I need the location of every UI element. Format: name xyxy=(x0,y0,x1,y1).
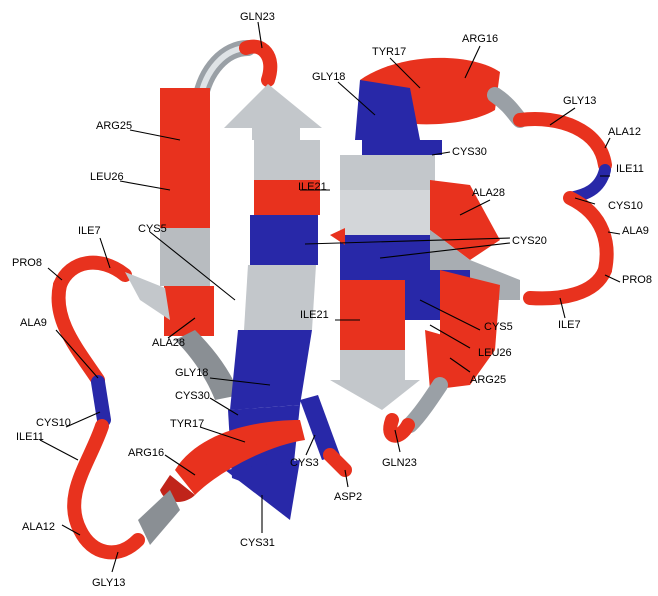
label-cys5-right: CYS5 xyxy=(484,321,513,333)
label-ala9-left: ALA9 xyxy=(20,317,47,329)
left-loop-top xyxy=(53,255,132,292)
left-loop-side xyxy=(51,278,105,387)
label-asp2: ASP2 xyxy=(334,491,362,503)
label-arg16-left: ARG16 xyxy=(128,447,164,459)
right-strand-blue1 xyxy=(362,140,442,155)
left-top-loop xyxy=(239,39,278,87)
label-ala28-left: ALA28 xyxy=(152,337,185,349)
lower-red-ribbon xyxy=(175,420,305,495)
label-pro8-left: PRO8 xyxy=(12,257,42,269)
inner-strand-red xyxy=(254,180,320,215)
label-leu26-left: LEU26 xyxy=(90,171,124,183)
asp2-tail xyxy=(323,448,352,477)
right-ribbon-leu26 xyxy=(440,270,500,350)
label-ile21-left: ILE21 xyxy=(298,181,327,193)
label-arg25-right: ARG25 xyxy=(470,374,506,386)
label-ile7-right: ILE7 xyxy=(558,319,581,331)
inner-strand-blue2 xyxy=(230,330,312,410)
left-ribbon-twist xyxy=(175,330,240,400)
left-ribbon-gray xyxy=(160,228,210,286)
right-loop-ile7 xyxy=(523,263,612,306)
label-ile21-right: ILE21 xyxy=(300,309,329,321)
residue-labels: GLN23 TYR17 ARG16 GLY18 GLY13 ARG25 ALA1… xyxy=(12,11,652,589)
label-leu26-right: LEU26 xyxy=(478,347,512,359)
label-gly18-right: GLY18 xyxy=(312,71,345,83)
left-loop-connector xyxy=(125,272,170,320)
label-ile7-left: ILE7 xyxy=(78,225,101,237)
right-loop-ala9 xyxy=(563,191,614,277)
inner-strand-blue1 xyxy=(250,215,318,265)
left-ribbon-red-upper xyxy=(160,88,210,228)
right-bottom-gray-coil xyxy=(402,377,448,433)
left-loop-cys10 xyxy=(91,375,111,427)
right-strand-gray1 xyxy=(340,155,435,190)
inner-strand-gray1 xyxy=(254,140,320,180)
label-cys3: CYS3 xyxy=(290,457,319,469)
label-ile11-right: ILE11 xyxy=(616,163,644,175)
right-top-helix-blue xyxy=(355,80,420,140)
right-strand-gray3 xyxy=(340,350,405,380)
left-loop-gray-end xyxy=(138,490,180,545)
label-cys5-left: CYS5 xyxy=(138,223,167,235)
leader-lines xyxy=(39,21,621,573)
right-strand-red xyxy=(340,280,405,350)
left-ribbon-red-lower xyxy=(164,286,214,336)
label-cys31: CYS31 xyxy=(240,537,275,549)
label-arg16-right: ARG16 xyxy=(462,33,498,45)
label-gly18-left: GLY18 xyxy=(175,367,208,379)
right-bottom-arrow xyxy=(330,380,420,410)
cys31-arrow xyxy=(225,460,300,520)
cys3-tail xyxy=(300,395,340,460)
right-strand-gray2 xyxy=(340,190,435,235)
right-loop-ala12 xyxy=(513,112,612,172)
right-bottom-red-coil xyxy=(383,413,415,443)
label-ala28-right: ALA28 xyxy=(472,187,505,199)
label-ala12-right: ALA12 xyxy=(608,126,641,138)
label-cys10-right: CYS10 xyxy=(608,200,643,212)
label-ile11-left: ILE11 xyxy=(16,431,44,443)
inner-strand-gray2 xyxy=(244,265,316,330)
left-top-arrow xyxy=(224,84,322,140)
label-gln23-bottom: GLN23 xyxy=(382,457,417,469)
right-ribbon-arg25 xyxy=(425,330,495,390)
left-molecule xyxy=(51,39,352,560)
label-gly13-left: GLY13 xyxy=(92,577,125,589)
label-ala9-right: ALA9 xyxy=(622,225,649,237)
label-cys30-right: CYS30 xyxy=(452,146,487,158)
label-gly13-right: GLY13 xyxy=(563,95,596,107)
cys20-red-dot xyxy=(330,228,345,245)
label-cys20: CYS20 xyxy=(512,235,547,247)
label-pro8-right: PRO8 xyxy=(622,274,652,286)
label-tyr17-left: TYR17 xyxy=(170,418,204,430)
right-molecule xyxy=(330,57,614,443)
label-gln23-top: GLN23 xyxy=(240,11,275,23)
label-arg25-left: ARG25 xyxy=(96,120,132,132)
label-cys10-left: CYS10 xyxy=(36,417,71,429)
label-cys30-left: CYS30 xyxy=(175,390,210,402)
label-tyr17-right: TYR17 xyxy=(372,46,406,58)
label-ala12-left: ALA12 xyxy=(22,521,55,533)
left-loop-bottom xyxy=(67,419,145,560)
